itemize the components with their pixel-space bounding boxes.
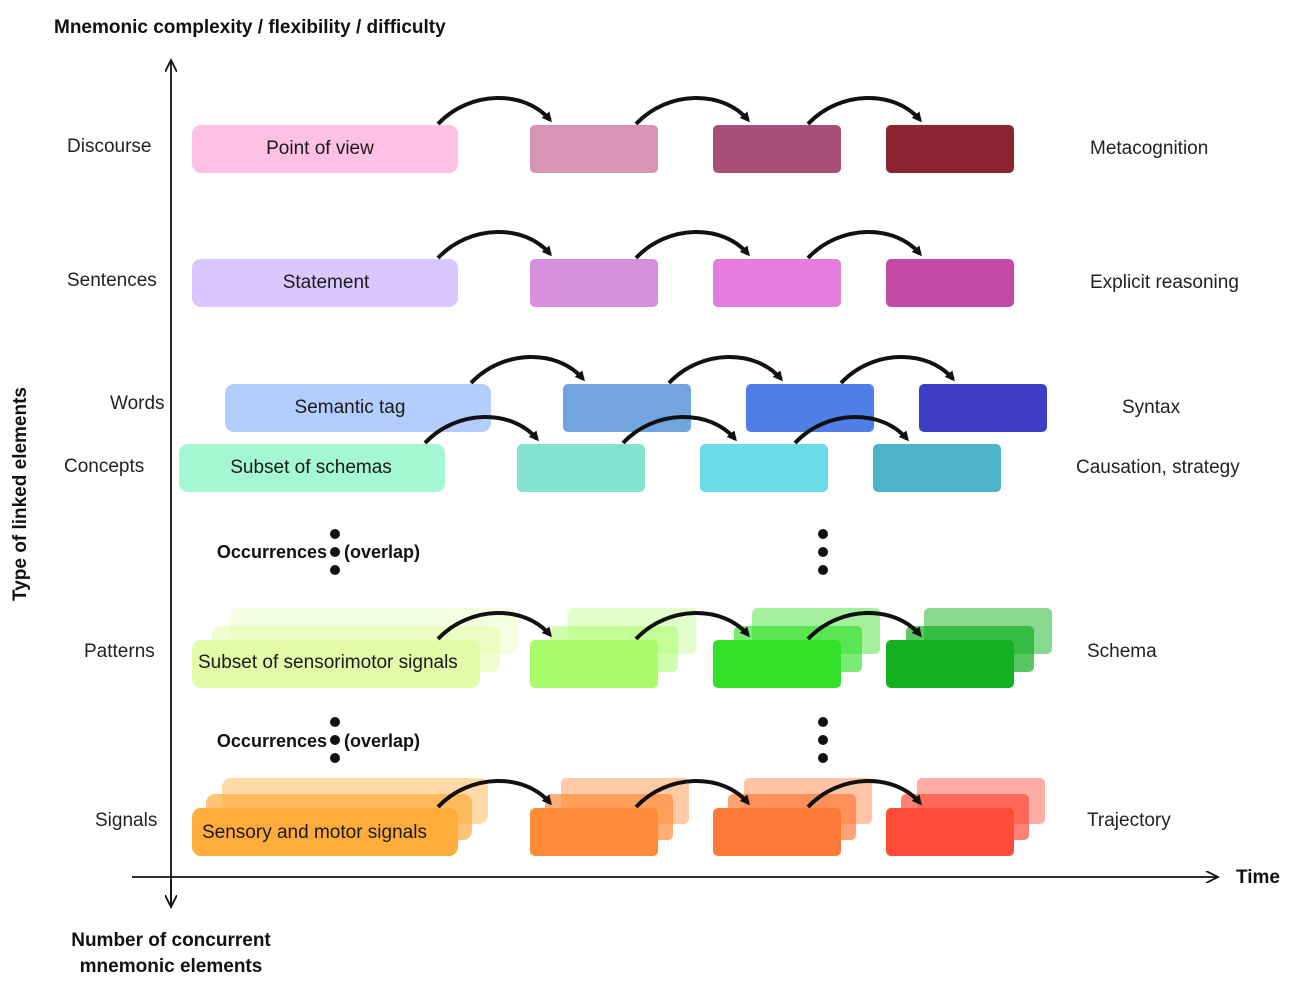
- words-box-3: [746, 384, 874, 432]
- patterns-left-label: Patterns: [84, 641, 155, 662]
- ellipsis-dot: [330, 565, 340, 575]
- y-axis-bottom-title-line1: Number of concurrent: [71, 930, 271, 951]
- row-sentences: Sentences Statement Explicit reasoning: [67, 230, 1239, 307]
- occurrences-upper: Occurrences (overlap): [217, 529, 828, 575]
- signals-stack-3: [713, 778, 872, 856]
- patterns-stack-2: [530, 608, 696, 688]
- signals-stack-4: [886, 778, 1045, 856]
- y-axis-bottom-title-line2: mnemonic elements: [80, 956, 263, 977]
- signals-stack-1: [192, 778, 488, 856]
- discourse-box-label: Point of view: [266, 138, 374, 159]
- discourse-arrow-2: [634, 96, 750, 126]
- signals-box-label: Sensory and motor signals: [202, 822, 427, 843]
- patterns-arrow-1: [436, 611, 552, 641]
- row-words: Words Semantic tag Syntax: [110, 355, 1181, 432]
- concepts-arrow-2: [621, 415, 737, 445]
- patterns-stack-3: [713, 608, 880, 688]
- patterns-stack-1: [192, 608, 518, 688]
- ellipsis-dot: [818, 735, 828, 745]
- ellipsis-dot: [330, 753, 340, 763]
- patterns-right-label: Schema: [1087, 641, 1157, 662]
- discourse-arrow-3: [806, 96, 922, 126]
- sentences-arrow-2: [634, 230, 750, 260]
- words-right-label: Syntax: [1122, 397, 1181, 418]
- occurrences-lower-right-text: (overlap): [344, 731, 420, 751]
- concepts-box-2: [517, 444, 645, 492]
- discourse-box-4: [886, 125, 1014, 173]
- discourse-box-2: [530, 125, 658, 173]
- concepts-left-label: Concepts: [64, 456, 144, 477]
- sentences-box-2: [530, 259, 658, 307]
- sentences-arrow-1: [436, 230, 552, 260]
- row-concepts: Concepts Subset of schemas Causation, st…: [64, 415, 1240, 492]
- words-arrow-2: [667, 355, 783, 385]
- discourse-right-label: Metacognition: [1090, 138, 1208, 159]
- discourse-arrow-1: [436, 96, 552, 126]
- y-axis-side-title: Type of linked elements: [10, 387, 31, 601]
- sentences-left-label: Sentences: [67, 270, 157, 291]
- occurrences-upper-right-text: (overlap): [344, 542, 420, 562]
- sentences-arrow-3: [806, 230, 922, 260]
- x-axis-title: Time: [1236, 867, 1280, 888]
- words-arrow-3: [839, 355, 955, 385]
- discourse-box-3: [713, 125, 841, 173]
- row-patterns: Patterns Subset of sensorimotor signals …: [84, 608, 1157, 688]
- words-box-label: Semantic tag: [295, 397, 406, 418]
- y-axis-top-title: Mnemonic complexity / flexibility / diff…: [54, 17, 446, 38]
- signals-arrow-3: [806, 779, 922, 809]
- occurrences-upper-left-text: Occurrences: [217, 542, 327, 562]
- ellipsis-dot: [818, 529, 828, 539]
- signals-right-label: Trajectory: [1087, 810, 1171, 831]
- words-box-4: [919, 384, 1047, 432]
- words-box-2: [563, 384, 691, 432]
- ellipsis-dot: [330, 735, 340, 745]
- concepts-arrow-3: [793, 415, 909, 445]
- signals-arrow-2: [634, 779, 750, 809]
- row-signals: Signals Sensory and motor signals Trajec…: [95, 778, 1171, 856]
- concepts-box-label: Subset of schemas: [230, 457, 392, 478]
- concepts-box-3: [700, 444, 828, 492]
- discourse-left-label: Discourse: [67, 136, 151, 157]
- occurrences-lower: Occurrences (overlap): [217, 717, 828, 763]
- signals-left-label: Signals: [95, 810, 157, 831]
- sentences-box-4: [886, 259, 1014, 307]
- signals-arrow-1: [436, 779, 552, 809]
- ellipsis-dot: [818, 565, 828, 575]
- concepts-box-1: [179, 444, 445, 492]
- concepts-box-4: [873, 444, 1001, 492]
- ellipsis-dot: [818, 753, 828, 763]
- words-arrow-1: [469, 355, 585, 385]
- sentences-box-3: [713, 259, 841, 307]
- ellipsis-dot: [330, 529, 340, 539]
- occurrences-lower-left-text: Occurrences: [217, 731, 327, 751]
- sentences-box-label: Statement: [283, 272, 370, 293]
- signals-stack-2: [530, 778, 689, 856]
- ellipsis-dot: [818, 717, 828, 727]
- ellipsis-dot: [818, 547, 828, 557]
- row-discourse: Discourse Point of view Metacognition: [67, 96, 1208, 173]
- ellipsis-dot: [330, 717, 340, 727]
- concepts-arrow-1: [423, 415, 539, 445]
- sentences-box-1: [192, 259, 458, 307]
- patterns-arrow-3: [806, 611, 922, 641]
- words-box-1: [225, 384, 491, 432]
- ellipsis-dot: [330, 547, 340, 557]
- patterns-arrow-2: [634, 611, 750, 641]
- discourse-box-1: [192, 125, 458, 173]
- concepts-right-label: Causation, strategy: [1076, 457, 1240, 478]
- sentences-right-label: Explicit reasoning: [1090, 272, 1239, 293]
- patterns-box-label: Subset of sensorimotor signals: [198, 652, 458, 673]
- patterns-stack-4: [886, 608, 1052, 688]
- words-left-label: Words: [110, 393, 165, 414]
